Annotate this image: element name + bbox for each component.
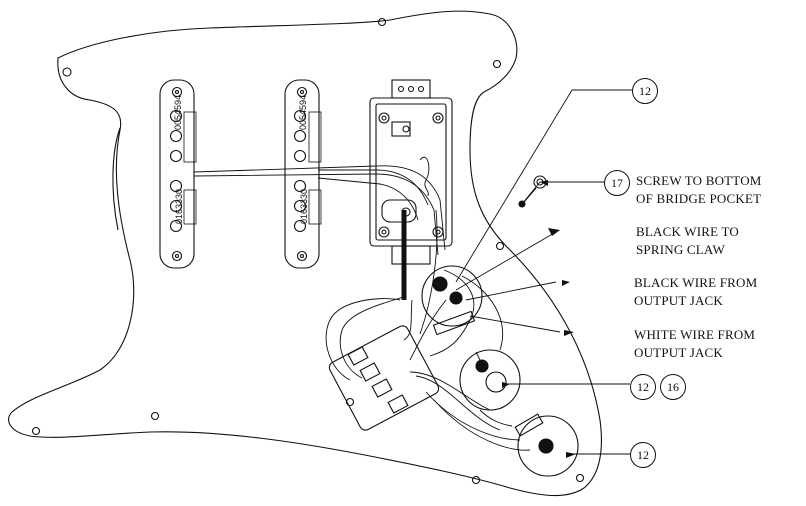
- pickguard-screws: [31, 17, 585, 485]
- annotation-line: BLACK WIRE FROM: [634, 275, 758, 290]
- annotation-line: WHITE WIRE FROM: [634, 327, 756, 342]
- callout-12-top: 12: [632, 78, 658, 104]
- annotation-black-wire-spring-claw: BLACK WIRE TO SPRING CLAW: [636, 223, 739, 259]
- middle-pickup-code-2: 0163330: [299, 188, 309, 224]
- five-way-switch: [328, 325, 440, 431]
- callout-16: 16: [660, 374, 686, 400]
- neck-pickup-code-2: 0163330: [174, 188, 184, 224]
- neck-pickup: [159, 79, 197, 269]
- tone-pot: [459, 349, 521, 411]
- middle-pickup: [284, 79, 322, 269]
- neck-pocket-inner-edge: [112, 127, 121, 231]
- annotation-line: SPRING CLAW: [636, 242, 725, 257]
- annotation-line: OF BRIDGE POCKET: [636, 191, 762, 206]
- ground-screw: [518, 175, 547, 208]
- annotation-screw-bridge: SCREW TO BOTTOM OF BRIDGE POCKET: [636, 172, 762, 208]
- neck-pickup-code: 0054594: [173, 94, 183, 130]
- annotation-line: OUTPUT JACK: [634, 293, 723, 308]
- leader-arrowheads: [502, 180, 576, 458]
- annotation-line: OUTPUT JACK: [634, 345, 723, 360]
- tone-pot-2: [514, 413, 579, 477]
- pot-wires: [409, 351, 531, 451]
- middle-pickup-code: 0054594: [298, 94, 308, 130]
- switch-wires: [325, 209, 504, 381]
- callout-12-bottom: 12: [630, 442, 656, 468]
- bridge-humbucker: [369, 79, 453, 265]
- callout-12-mid: 12: [630, 374, 656, 400]
- annotation-white-wire-output-jack: WHITE WIRE FROM OUTPUT JACK: [634, 326, 755, 362]
- callout-17: 17: [604, 170, 630, 196]
- pickup-leads: [193, 165, 446, 256]
- pickguard-outline: [8, 10, 602, 497]
- annotation-black-wire-output-jack: BLACK WIRE FROM OUTPUT JACK: [634, 274, 757, 310]
- leader-lines: [455, 89, 632, 455]
- volume-pot: [421, 265, 483, 336]
- annotation-line: SCREW TO BOTTOM: [636, 173, 762, 188]
- annotation-line: BLACK WIRE TO: [636, 224, 739, 239]
